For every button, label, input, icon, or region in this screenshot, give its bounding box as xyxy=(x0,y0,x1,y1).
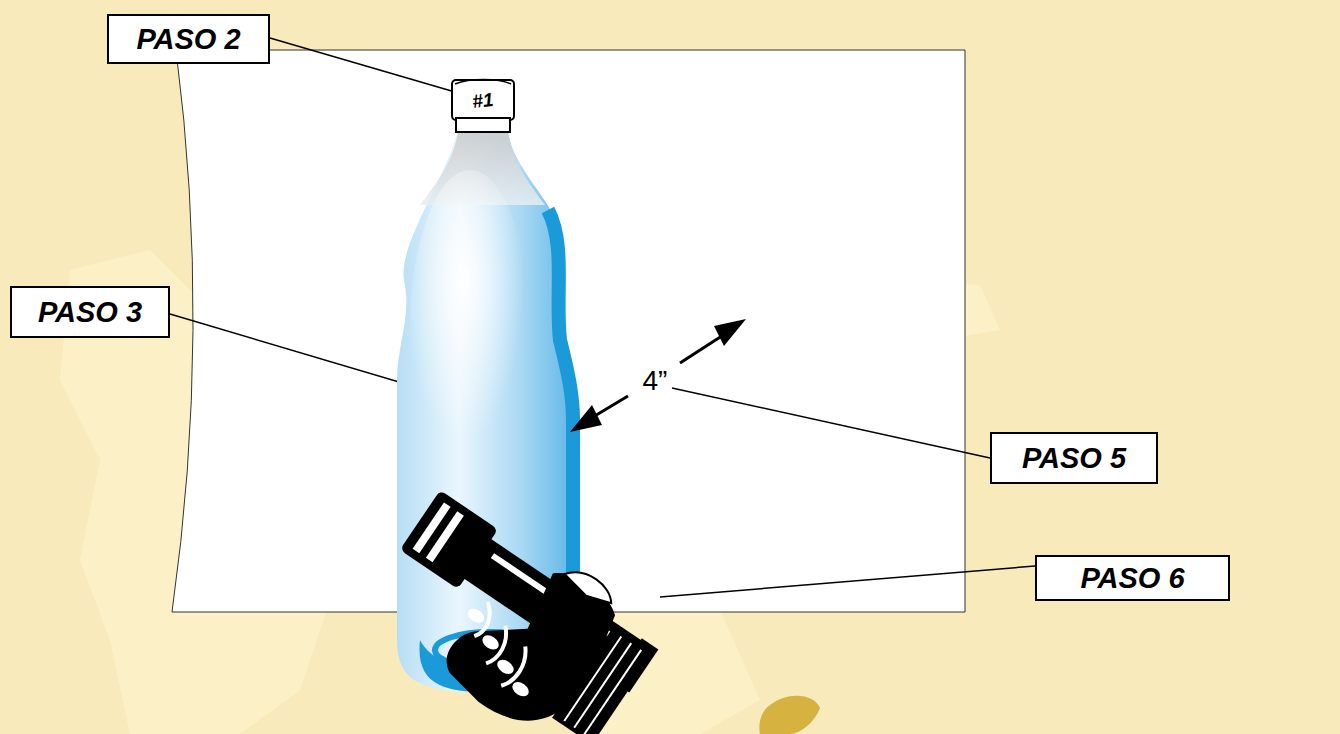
step-label-box: PASO 6 xyxy=(1035,555,1230,601)
leader-line xyxy=(672,388,990,458)
step-label: PASO 5 xyxy=(1022,442,1126,475)
leader-line xyxy=(660,566,1035,597)
dimension-label: 4” xyxy=(643,365,668,397)
leader-line xyxy=(270,38,455,92)
sponge xyxy=(759,696,820,734)
leader-line xyxy=(170,314,426,390)
step-label-box: PASO 5 xyxy=(990,432,1158,484)
cap-number: #1 xyxy=(471,89,494,113)
step-label-box: PASO 2 xyxy=(107,14,270,64)
step-label: PASO 6 xyxy=(1080,562,1184,595)
step-label: PASO 3 xyxy=(38,296,142,329)
dimension-arrow xyxy=(570,319,746,432)
hand-with-flashlight xyxy=(354,479,671,734)
step-label: PASO 2 xyxy=(136,23,240,56)
step-label-box: PASO 3 xyxy=(10,286,170,338)
